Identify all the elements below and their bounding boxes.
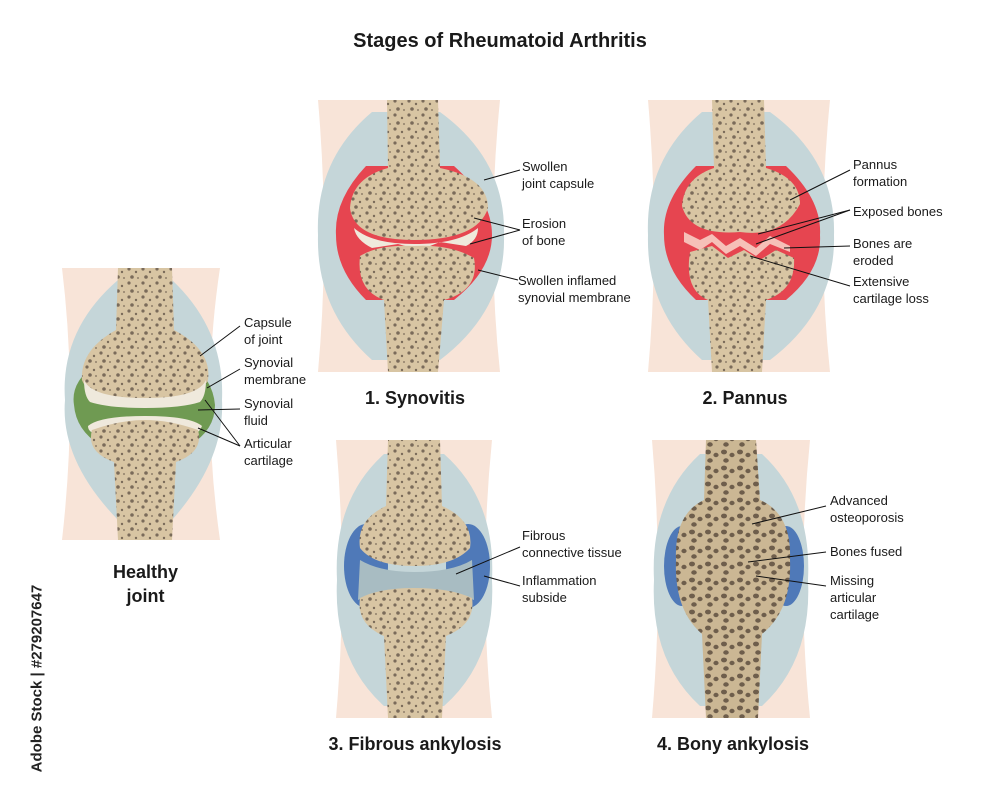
fibrous-ankylosis-figure [336, 440, 521, 718]
callout-fibrous-connective-tissue: Fibrous connective tissue [522, 528, 622, 560]
bony-leader-lines [747, 505, 827, 587]
healthy-joint-figure [62, 268, 241, 540]
callout-advanced-osteoporosis: Advanced osteoporosis [830, 493, 904, 525]
upper-bone [682, 100, 800, 233]
callout-articular-cartilage: Articular cartilage [244, 436, 294, 468]
callout-exposed-bones: Exposed bones [853, 204, 943, 219]
callout-erosion-of-bone: Erosion of bone [522, 216, 567, 248]
synovitis-figure [317, 100, 521, 372]
synovitis-leader-lines [469, 169, 521, 281]
upper-cartilage [84, 380, 206, 408]
lower-bone [90, 420, 200, 540]
callout-capsule-of-joint: Capsule of joint [244, 315, 292, 347]
upper-bone [81, 268, 209, 402]
stage-label-fibrous-ankylosis: 3. Fibrous ankylosis [328, 734, 502, 754]
eroded-interface [684, 232, 790, 256]
callout-missing-cartilage: Missing articular cartilage [830, 573, 880, 622]
callout-bones-fused: Bones fused [830, 544, 903, 559]
upper-bone [350, 100, 488, 240]
diagram-title: Stages of Rheumatoid Arthritis [353, 30, 647, 52]
stage-label-pannus: 2. Pannus [702, 388, 788, 408]
fused-bone [675, 440, 791, 718]
callout-cartilage-loss: Extensive cartilage loss [853, 274, 929, 306]
bony-ankylosis-figure [652, 440, 827, 718]
lower-bone [688, 246, 795, 372]
callout-swollen-joint-capsule: Swollen joint capsule [522, 159, 595, 191]
pannus-leader-lines [749, 169, 851, 287]
callout-synovial-fluid: Synovial fluid [244, 396, 294, 428]
fibrous-leader-lines [455, 546, 521, 587]
stage-label-synovitis: 1. Synovitis [364, 388, 466, 408]
lower-cartilage [88, 416, 202, 434]
stage-label-healthy: Healthy joint [112, 562, 179, 606]
callout-bones-eroded: Bones are eroded [853, 236, 913, 268]
callout-pannus-formation: Pannus formation [853, 157, 908, 189]
pannus-figure [647, 100, 851, 372]
callout-inflammation-subside: Inflammation subside [522, 573, 597, 605]
lower-bone [359, 588, 473, 718]
lower-bone [359, 245, 475, 372]
stage-label-bony-ankylosis: 4. Bony ankylosis [656, 734, 810, 754]
eroded-cartilage [354, 228, 478, 250]
healthy-leader-lines [197, 325, 241, 447]
callout-synovial-membrane: Synovial membrane [244, 355, 307, 387]
upper-bone [359, 440, 471, 566]
callout-swollen-synovial-membrane: Swollen inflamed synovial membrane [518, 273, 631, 305]
